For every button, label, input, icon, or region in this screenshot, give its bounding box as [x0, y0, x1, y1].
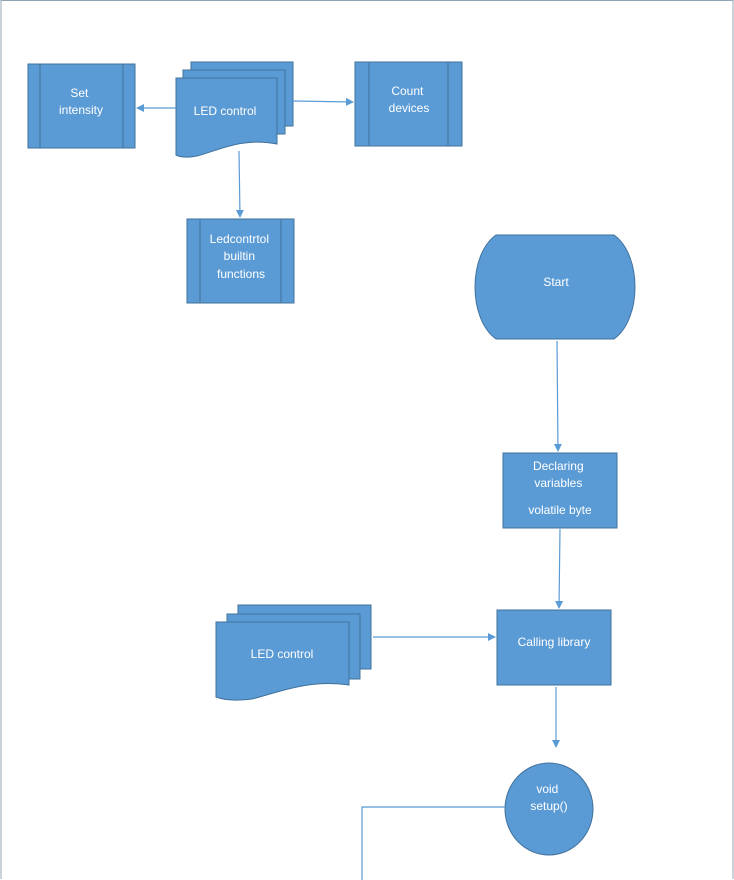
- led-control-top-node[interactable]: LED control: [175, 61, 294, 158]
- declaring-variables-label-line1: Declaring: [533, 459, 584, 473]
- set-intensity-node[interactable]: Set intensity: [27, 63, 136, 149]
- set-intensity-label-line1: Set: [70, 86, 89, 100]
- declaring-variables-label-line3: volatile byte: [528, 503, 592, 517]
- svg-text:Set intensity: Set intensity: [59, 86, 103, 117]
- led-control-bottom-label: LED control: [251, 647, 314, 661]
- calling-library-label: Calling library: [518, 635, 591, 649]
- declaring-variables-node[interactable]: Declaring variables volatile byte: [502, 452, 618, 529]
- set-intensity-label-line2: intensity: [59, 103, 103, 117]
- start-node[interactable]: Start: [474, 234, 636, 340]
- calling-library-node[interactable]: Calling library: [496, 609, 612, 686]
- ledcontrol-builtin-label-line3: functions: [217, 267, 265, 281]
- ledcontrol-builtin-label-line1: Ledcontrtol: [210, 232, 269, 246]
- count-devices-label-line2: devices: [389, 101, 430, 115]
- void-setup-label-line2: setup(): [530, 799, 567, 813]
- arrow-led-to-count-devices: [292, 97, 354, 106]
- declaring-variables-label-line2: variables: [534, 476, 582, 490]
- svg-text:Ledcontrtol builtin: Ledcontrtol builtin functions: [210, 232, 273, 281]
- svg-text:Count devices: Count devices: [389, 84, 430, 115]
- connector-setup-out: [361, 806, 505, 880]
- svg-text:Declaring variables: Declaring variables volatile byte: [528, 459, 592, 517]
- arrow-declaring-to-calling: [555, 528, 564, 609]
- ledcontrol-builtin-node[interactable]: Ledcontrtol builtin functions: [186, 218, 295, 304]
- ledcontrol-builtin-label-line2: builtin: [224, 249, 255, 263]
- led-control-bottom-node[interactable]: LED control: [215, 604, 372, 701]
- count-devices-label-line1: Count: [391, 84, 424, 98]
- start-label: Start: [543, 275, 569, 289]
- led-control-top-label: LED control: [194, 104, 257, 118]
- svg-text:void setup(): void setup(): [530, 782, 567, 813]
- void-setup-label-line1: void: [536, 782, 558, 796]
- count-devices-node[interactable]: Count devices: [354, 61, 463, 147]
- void-setup-node[interactable]: void setup(): [504, 762, 594, 856]
- arrow-start-to-declaring: [553, 340, 562, 452]
- arrow-led-to-builtin: [235, 150, 244, 218]
